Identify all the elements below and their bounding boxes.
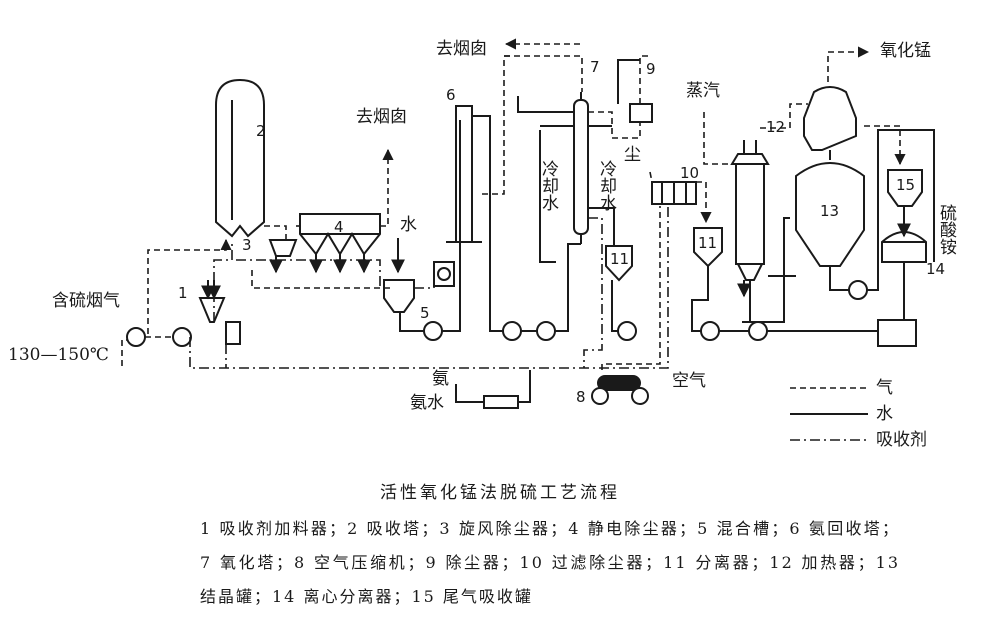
label-air: 空气 bbox=[672, 371, 706, 391]
centrifuge bbox=[881, 231, 927, 263]
caption-title: 活性氧化锰法脱硫工艺流程 bbox=[380, 483, 620, 503]
heater bbox=[730, 153, 770, 165]
pumps bbox=[126, 280, 868, 347]
label-dust: 尘 bbox=[624, 145, 641, 165]
caption-body: 1 吸收剂加料器；2 吸收塔；3 旋风除尘器；4 静电除尘器；5 混合槽；6 氨… bbox=[200, 519, 900, 606]
label-temperature: 130—150℃ bbox=[8, 345, 109, 365]
label-to-chimney-left: 去烟囱 bbox=[356, 107, 407, 127]
ammonia-recovery-tower bbox=[455, 105, 473, 243]
dust-collector bbox=[629, 103, 653, 123]
oxidation-tower bbox=[573, 99, 589, 235]
svg-text:12: 12 bbox=[766, 118, 785, 136]
equipment-numbers: 1 2 3 4 5 6 7 8 9 10 11 11 12 13 14 15 bbox=[178, 58, 945, 406]
svg-text:9: 9 bbox=[646, 60, 656, 78]
svg-text:14: 14 bbox=[926, 260, 945, 278]
crystallizer bbox=[795, 162, 865, 267]
svg-text:11: 11 bbox=[610, 250, 629, 268]
absorbent-lines bbox=[189, 206, 669, 369]
tail-gas-absorber bbox=[887, 169, 923, 207]
label-water: 水 bbox=[400, 215, 417, 235]
svg-text:3: 3 bbox=[242, 236, 252, 254]
legend: 气 水 吸收剂 bbox=[790, 378, 927, 450]
legend-gas-label: 气 bbox=[876, 378, 893, 398]
label-to-chimney-top: 去烟囱 bbox=[436, 39, 487, 59]
svg-text:10: 10 bbox=[680, 164, 699, 182]
svg-text:15: 15 bbox=[896, 176, 915, 194]
separator-right bbox=[693, 227, 723, 268]
air-compressor bbox=[597, 375, 641, 391]
svg-text:2: 2 bbox=[256, 122, 266, 140]
svg-text:4: 4 bbox=[334, 218, 344, 236]
separator-left bbox=[605, 245, 633, 282]
svg-text:5: 5 bbox=[420, 304, 430, 322]
cyclone-separator bbox=[268, 239, 298, 257]
label-manganese-oxide: 氧化锰 bbox=[880, 41, 931, 61]
svg-text:11: 11 bbox=[698, 234, 717, 252]
label-ammonia: 氨 bbox=[432, 369, 449, 389]
label-ammonium-sulfate: 硫酸铵 bbox=[936, 204, 957, 255]
absorption-tower bbox=[215, 78, 265, 238]
label-cooling-water-2: 冷却水 bbox=[596, 160, 617, 211]
absorbent-feeder bbox=[198, 297, 226, 323]
crystallizer-top bbox=[803, 86, 857, 151]
svg-text:8: 8 bbox=[576, 388, 586, 406]
svg-text:1: 1 bbox=[178, 284, 188, 302]
svg-text:7: 7 bbox=[590, 58, 600, 76]
legend-water-label: 水 bbox=[876, 404, 893, 424]
legend-absorbent-label: 吸收剂 bbox=[876, 430, 927, 450]
water-lines bbox=[391, 59, 935, 403]
gas-lines bbox=[121, 38, 906, 370]
label-cooling-water-1: 冷却水 bbox=[538, 160, 559, 211]
label-steam: 蒸汽 bbox=[686, 81, 720, 101]
svg-text:6: 6 bbox=[446, 86, 456, 104]
mixing-tank bbox=[383, 279, 415, 313]
label-ammonia-water: 氨水 bbox=[410, 393, 444, 413]
svg-text:13: 13 bbox=[820, 202, 839, 220]
label-sulfur-flue-gas: 含硫烟气 bbox=[52, 291, 120, 311]
